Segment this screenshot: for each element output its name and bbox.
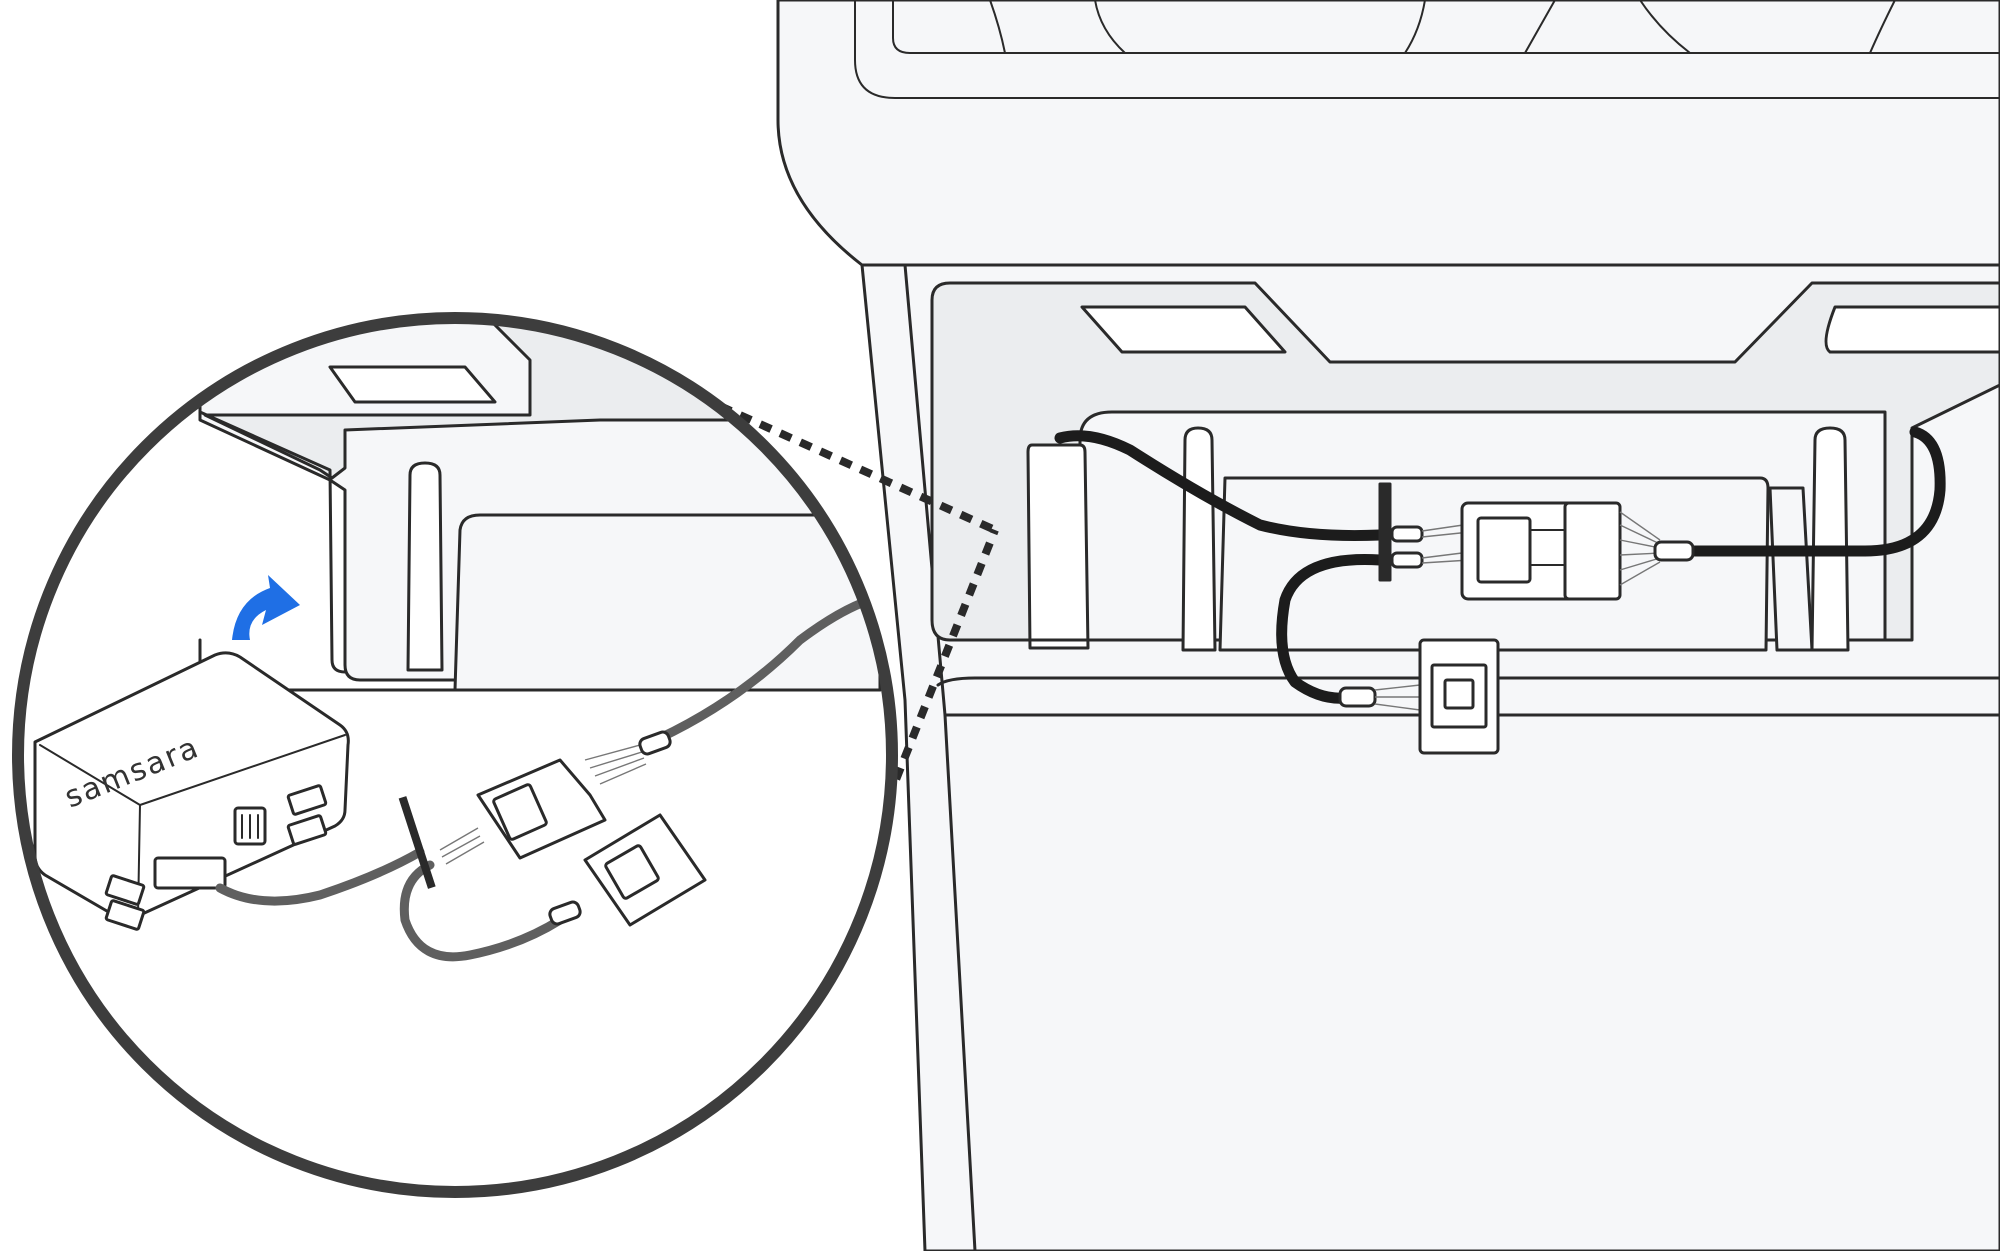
lens-cable-upper [655,595,875,743]
lens-pillar-b [453,513,882,692]
gateway-harness-plug [153,856,227,890]
gateway-usb-port-3 [104,874,146,906]
seat-back-inner-frame [854,0,2000,99]
pillar-4 [1768,486,1814,652]
gateway-usb-port-1 [286,784,328,816]
seat-stitch-1 [989,0,1006,54]
harness-cable-loop [1276,554,1386,704]
gateway-usb-port-2 [286,814,328,846]
lens-tray-edge [198,410,347,674]
harness-installed [1054,426,1946,755]
magnifier-lens: samsara [18,318,892,1192]
seat-stitch-2 [1094,0,1126,54]
gateway-usb-port-4 [104,899,146,931]
curved-arrow-icon [232,575,300,640]
lens-tray-slot [328,365,497,404]
lens-terminal [638,730,672,756]
tray-slot-left [1080,305,1287,354]
gateway-body [33,651,350,920]
lens-connector-wires [584,744,647,785]
lens-splice-wires [439,827,485,865]
harness-connector-main [1460,501,1695,601]
splice-terminal-bottom [1390,551,1424,569]
lens-cable-main [215,847,425,906]
splice-wires [1421,523,1471,564]
seat-stitch-5 [1639,0,1691,54]
lens-connector-main-latch [492,783,548,841]
pillar-1 [1181,426,1217,652]
harness-connector-secondary [1338,638,1500,755]
gateway-aux-pins [241,814,259,839]
seat-back [776,0,2000,267]
vehicle-cab [776,0,2000,1251]
seat-stitch-3 [1404,0,1426,54]
lens-cable-loop [399,860,565,962]
console-flap [1026,443,1090,650]
tray-slot-right [1824,305,2000,354]
seat-stitch-6 [1869,0,1896,54]
zoom-line-top [698,393,997,534]
pillar-3 [1810,426,1850,652]
lens-cable-tie [398,796,436,889]
lens-terminal-secondary [548,900,582,926]
zoom-line-bottom [876,528,999,822]
seat-stitch-4 [1524,0,1556,54]
lens-connector-secondary-inner [604,844,660,900]
splice-terminal-top [1390,525,1424,543]
harness-cable-right [1684,426,1946,557]
harness-cable-main [1054,430,1386,542]
cable-tie [1378,482,1392,582]
seat-back-cushion [892,0,2000,54]
gateway-device: samsara [33,651,350,931]
magnifier-ring [12,312,898,1198]
console-lower-edge [936,676,2000,687]
lens-pillar-a [406,461,444,672]
